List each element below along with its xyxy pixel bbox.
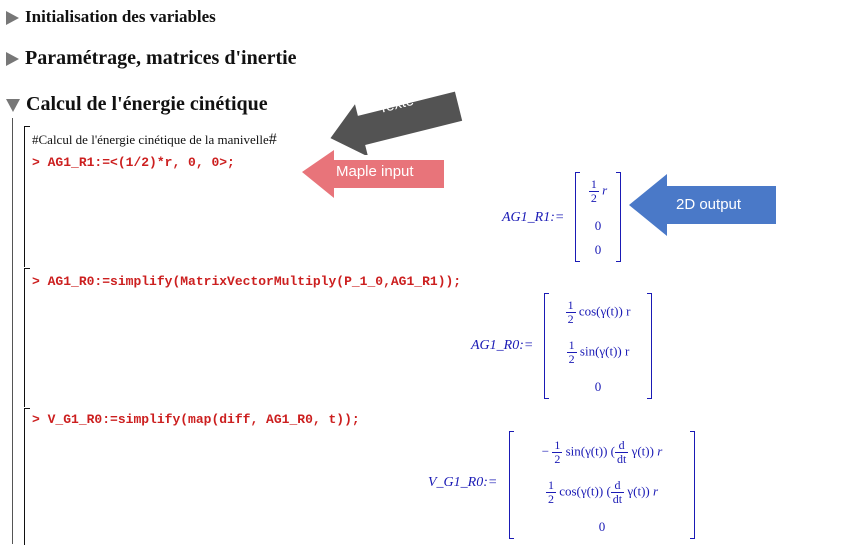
output-label: V_G1_R0:= [428, 475, 498, 490]
maple-input-line[interactable]: > V_G1_R0:=simplify(map(diff, AG1_R0, t)… [32, 412, 360, 427]
input-prompt: > [32, 274, 40, 289]
input-prompt: > [32, 412, 40, 427]
texte-callout-arrow [330, 91, 463, 155]
collapse-triangle-icon[interactable] [6, 52, 19, 67]
output-label: AG1_R0:= [471, 338, 534, 353]
group-bracket[interactable] [24, 268, 30, 407]
matrix-row: 0 [598, 519, 606, 534]
matrix-row: 0 [594, 379, 602, 394]
section-header-initialisation[interactable]: Initialisation des variables [6, 7, 216, 27]
output-label: AG1_R1:= [502, 210, 565, 225]
input-prompt: > [32, 155, 40, 170]
text-comment[interactable]: #Calcul de l'énergie cinétique de la man… [32, 131, 277, 148]
matrix-row: 0 [594, 218, 602, 233]
section-header-parametrage[interactable]: Paramétrage, matrices d'inertie [6, 47, 297, 70]
input-code[interactable]: V_G1_R0:=simplify(map(diff, AG1_R0, t)); [47, 412, 360, 427]
matrix-row: 0 [594, 242, 602, 257]
2d-output-callout-arrow [629, 174, 776, 236]
2d-output-callout-label: 2D output [676, 196, 742, 213]
input-code[interactable]: AG1_R1:=<(1/2)*r, 0, 0>; [47, 155, 235, 170]
maple-input-line[interactable]: > AG1_R1:=<(1/2)*r, 0, 0>; [32, 155, 235, 170]
section-range-line [12, 118, 13, 544]
expand-triangle-icon[interactable] [6, 98, 20, 112]
maple-input-callout-label: Maple input [336, 163, 414, 180]
section-header-calcul[interactable]: Calcul de l'énergie cinétique [6, 93, 268, 116]
group-bracket[interactable] [24, 408, 30, 545]
maple-input-line[interactable]: > AG1_R0:=simplify(MatrixVectorMultiply(… [32, 274, 461, 289]
collapse-triangle-icon[interactable] [6, 11, 19, 26]
group-bracket[interactable] [24, 126, 30, 267]
maple-input-callout-arrow [302, 150, 444, 198]
input-code[interactable]: AG1_R0:=simplify(MatrixVectorMultiply(P_… [47, 274, 462, 289]
text-cursor: # [268, 131, 277, 148]
